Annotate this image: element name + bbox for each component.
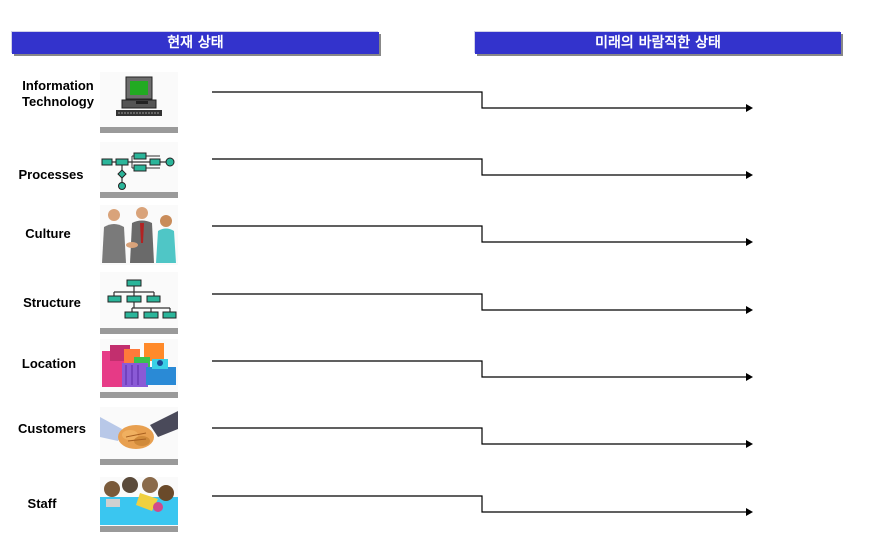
arrowhead: [746, 238, 753, 246]
row-label-location: Location: [1, 356, 97, 372]
connector-line: [212, 427, 746, 445]
buildings-icon: [100, 339, 178, 398]
row-label-line: Staff: [27, 496, 57, 511]
people-handshake-icon: [100, 205, 178, 265]
connector-line: [212, 225, 746, 243]
computer-icon: [100, 72, 178, 133]
arrowhead: [746, 373, 753, 381]
handshake-icon: [100, 407, 178, 465]
connector-line: [212, 158, 746, 176]
current-state-header: 현재 상태: [12, 32, 379, 54]
arrowhead: [746, 171, 753, 179]
row-label-line: Technology: [22, 94, 94, 109]
connector-line: [212, 91, 746, 109]
row-label-line: Processes: [18, 167, 84, 182]
row-label-culture: Culture: [0, 226, 96, 242]
arrowhead: [746, 440, 753, 448]
org-chart-icon: [100, 272, 178, 334]
row-label-processes: Processes: [3, 167, 99, 183]
connector-line: [212, 360, 746, 378]
arrowhead: [746, 508, 753, 516]
row-label-line: Structure: [23, 295, 81, 310]
row-label-structure: Structure: [4, 295, 100, 311]
connector-line: [212, 495, 746, 513]
row-label-information-technology: Information Technology: [10, 78, 106, 110]
row-label-line: Customers: [18, 421, 86, 436]
process-flow-icon: [100, 142, 178, 198]
row-label-line: Culture: [25, 226, 71, 241]
row-label-line: Information: [22, 78, 94, 93]
arrowhead: [746, 306, 753, 314]
future-state-header: 미래의 바람직한 상태: [475, 32, 841, 54]
row-label-staff: Staff: [0, 496, 90, 512]
row-label-customers: Customers: [4, 421, 100, 437]
arrowhead: [746, 104, 753, 112]
connector-line: [212, 293, 746, 311]
row-label-line: Location: [21, 356, 77, 371]
team-meeting-icon: [100, 477, 178, 532]
